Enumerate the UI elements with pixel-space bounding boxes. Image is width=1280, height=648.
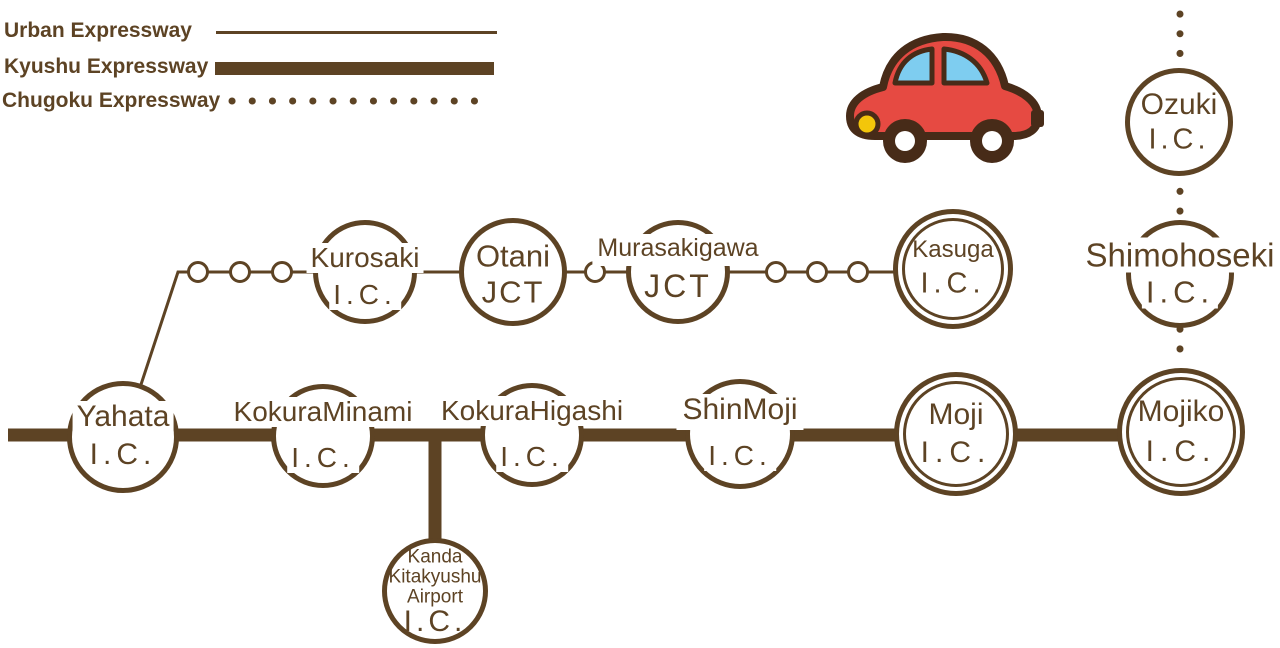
station-type: JCT — [481, 274, 545, 310]
station-name: ShinMoji — [676, 394, 804, 430]
station-name: Kasuga — [912, 236, 994, 263]
station-type: I.C. — [287, 443, 359, 473]
station-circle — [459, 218, 567, 326]
car-headlight — [853, 110, 881, 138]
station-type: I.C. — [403, 605, 467, 638]
station-type: I.C. — [704, 441, 776, 471]
station-type: JCT — [644, 268, 712, 304]
legend-sample-dotted-line — [228, 97, 498, 105]
station-circle — [67, 381, 179, 493]
station-name: KokuraHigashi — [436, 396, 628, 426]
waypoint-circle — [229, 261, 251, 283]
legend-sample-thick-line — [215, 62, 494, 75]
station-type: I.C. — [920, 267, 986, 300]
station-name: Ozuki — [1140, 88, 1218, 121]
station-circle — [1117, 368, 1245, 496]
station-type: I.C. — [1141, 275, 1219, 309]
station-type: I.C. — [1148, 123, 1210, 156]
station-circle — [1125, 68, 1233, 176]
waypoint-circle — [187, 261, 209, 283]
station-circle — [894, 372, 1018, 496]
station-circle — [893, 209, 1013, 329]
station-name: Mojiko — [1137, 395, 1225, 428]
station-name: Murasakigawa — [592, 234, 764, 266]
car-bumper — [1031, 110, 1044, 127]
station-type: I.C. — [85, 439, 161, 471]
car-front-window — [941, 46, 990, 86]
station-name-line1: Kanda — [407, 546, 463, 568]
legend-sample-thin-line — [216, 31, 497, 34]
station-name-line2: Kitakyushu — [388, 566, 482, 588]
legend-label-urban: Urban Expressway — [4, 19, 192, 42]
station-type: I.C. — [1145, 435, 1217, 468]
waypoint-circle — [806, 261, 828, 283]
station-type: I.C. — [496, 442, 568, 472]
car-icon — [846, 32, 1044, 163]
station-type: I.C. — [920, 436, 992, 469]
station-type: I.C. — [329, 280, 401, 310]
station-name: Moji — [928, 398, 984, 431]
legend-label-chugoku: Chugoku Expressway — [2, 89, 221, 112]
car-rear-window — [892, 46, 935, 86]
waypoint-circle — [271, 261, 293, 283]
waypoint-circle — [847, 261, 869, 283]
car-rear-hub — [895, 131, 915, 151]
station-name: Yahata — [72, 401, 174, 433]
station-name: KokuraMinami — [229, 397, 417, 427]
station-name: Shimohoseki — [1081, 237, 1279, 273]
waypoint-circle — [765, 261, 787, 283]
car-front-hub — [982, 131, 1002, 151]
legend-label-kyushu: Kyushu Expressway — [4, 55, 209, 78]
station-name-line3: Airport — [407, 586, 463, 608]
station-name: Kurosaki — [306, 243, 424, 273]
station-name: Otani — [475, 238, 551, 274]
station-circle — [382, 538, 488, 644]
